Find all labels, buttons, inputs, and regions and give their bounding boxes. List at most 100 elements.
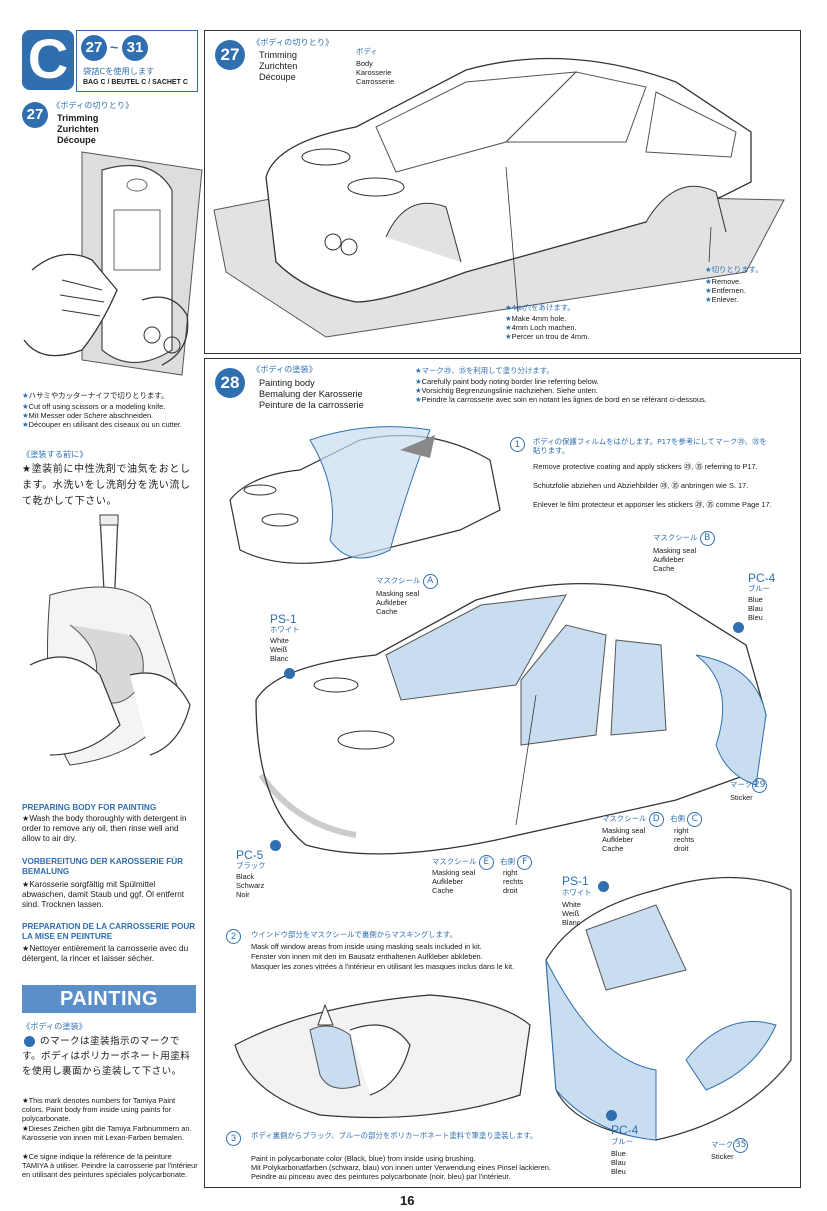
section-letter: C (27, 27, 69, 90)
hole-note-de: ★4mm Loch machen. (505, 323, 577, 332)
substep3-en: Paint in polycarbonate color (Black, blu… (251, 1154, 476, 1163)
ps1-b-jp: ホワイト (562, 888, 592, 897)
pc5-jp: ブラック (236, 861, 266, 870)
paint-dot-ps1-a (284, 668, 295, 679)
step27-side-num: 27 (22, 102, 48, 128)
mask-d-side-fr: droit (674, 844, 689, 853)
pc4-a-de: Blau (748, 604, 763, 613)
paint-dot-pc4-b (606, 1110, 617, 1121)
prewash-de-body: ★Karosserie sorgfältig mit Spülmittel ab… (22, 880, 185, 909)
bag-box: 27 ~ 31 袋詰Cを使用します BAG C / BEUTEL C / SAC… (76, 30, 198, 92)
substep2-en: Mask off window areas from inside using … (251, 942, 482, 951)
cut-jp: ★切りとります。 (705, 265, 763, 274)
hole-jp: ★4㎜穴をあけます。 (505, 303, 575, 312)
pc5-en: Black (236, 872, 255, 881)
bag-jp: 袋詰Cを使用します (83, 66, 155, 76)
pc4-b-de: Blau (611, 1158, 626, 1167)
trimming-illustration (23, 151, 203, 376)
substep3-de: Mit Polykarbonatfarben (schwarz, blau) v… (251, 1163, 551, 1172)
mask-a-label: マスクシール A (376, 574, 438, 589)
step28-note-de: ★Vorsichtig Begrenzungslinie nachziehen.… (415, 386, 598, 395)
pc5-fr: Noir (236, 890, 250, 899)
sticker-29-en: Sticker (730, 793, 753, 802)
trim-note-jp: ★ハサミやカッターナイフで切りとります。 (22, 391, 169, 400)
painting-jp-body: のマークは塗装指示のマークです。ボディはポリカーボネート用塗料を使用し裏面から塗… (22, 1036, 191, 1077)
step28-num: 28 (215, 368, 245, 398)
film-peel-illustration (229, 426, 501, 564)
step28-note-en: ★Carefully paint body noting border line… (415, 377, 599, 386)
pc4-b-jp: ブルー (611, 1137, 634, 1146)
mask-b-de: Aufkleber (653, 555, 685, 564)
inside-masking-illustration (234, 994, 531, 1119)
mask-e-en: Masking seal (432, 868, 476, 877)
mask-b-fr: Cache (653, 564, 675, 573)
pc5-code: PC-5 (236, 848, 264, 862)
painting-jp-title: 《ボディの塗装》 (22, 1021, 87, 1031)
prewash-en-body: ★Wash the body thoroughly with detergent… (22, 814, 187, 843)
step28-de: Bemalung der Karosserie (259, 389, 363, 399)
step28-note-fr: ★Peindre la carrosserie avec soin en not… (415, 395, 707, 404)
prewash-jp-body: ★塗装前に中性洗剤で油気をおとします。水洗いをし洗剤分を洗い流して乾かして下さい… (22, 464, 191, 507)
ps1-b-de: Weiß (562, 909, 580, 918)
step28-jp: 《ボディの塗装》 (252, 364, 317, 374)
mask-d-side-en: right (674, 826, 689, 835)
mask-a-fr: Cache (376, 607, 398, 616)
mask-d-en: Masking seal (602, 826, 646, 835)
mask-e-side-de: rechts (503, 877, 524, 886)
car-body-trim-illustration (213, 57, 785, 338)
step27-fr: Découpe (259, 72, 296, 82)
substep3-fr: Peindre au pinceau avec des peintures po… (251, 1172, 511, 1181)
step28-panel (204, 358, 801, 1188)
mask-d-fr: Cache (602, 844, 624, 853)
substep1-de: Schutzfolie abziehen und Abziehbilder ㉙,… (533, 481, 749, 490)
pc4-a-jp: ブルー (748, 584, 771, 593)
pc4-a-code: PC-4 (748, 571, 776, 585)
step28-fr: Peinture de la carrosserie (259, 400, 364, 410)
mask-e-side-fr: droit (503, 886, 518, 895)
ps1-b-en: White (562, 900, 581, 909)
paint-dot-pc4-a (733, 622, 744, 633)
trim-note-fr: ★Découper en utilisant des ciseaux ou un… (22, 420, 182, 429)
substep3-num: 3 (226, 1131, 241, 1146)
substep3-jp: ボディ裏側からブラック、ブルーの部分をポリカーボネート塗料で筆塗り塗装します。 (251, 1131, 538, 1140)
car-body-mask-illustration (255, 583, 767, 855)
ps1-a-fr: Blanc (270, 654, 289, 663)
painting-banner-title: PAINTING (59, 988, 159, 1010)
substep2-fr: Masquer les zones vitrées à l'intérieur … (251, 962, 515, 971)
trim-note-de: ★Mit Messer oder Schere abschneiden. (22, 411, 154, 420)
substep2-jp: ウインドウ部分をマスクシールで裏側からマスキングします。 (251, 930, 457, 939)
mask-d-side-de: rechts (674, 835, 695, 844)
body-label-fr: Carrosserie (356, 77, 395, 86)
mask-e-label: マスクシール E 右側 F (432, 855, 533, 870)
page-number: 16 (400, 1193, 415, 1208)
mask-a-de: Aufkleber (376, 598, 408, 607)
substep1-fr: Enlever le film protecteur et apporser l… (533, 500, 772, 509)
body-label-de: Karosserie (356, 68, 392, 77)
section-c-badge: C (22, 27, 74, 90)
substep1-en: Remove protective coating and apply stic… (533, 462, 758, 471)
step28-notes-jp: ★マーク㉙、㉟を利用して塗り分けます。 (415, 366, 554, 375)
ps1-a-jp: ホワイト (270, 625, 300, 634)
mask-b-en: Masking seal (653, 546, 697, 555)
pc4-a-fr: Bleu (748, 613, 763, 622)
step27-panel (204, 30, 801, 354)
painting-note-de: ★Dieses Zeichen gibt die Tamiya Farbnumm… (22, 1124, 192, 1142)
ps1-a-de: Weiß (270, 645, 288, 654)
mask-e-de: Aufkleber (432, 877, 464, 886)
step27-side-de: Zurichten (57, 124, 99, 134)
step27-en: Trimming (259, 50, 297, 60)
step28-en: Painting body (259, 378, 315, 388)
paint-dot-ps1-b (598, 881, 609, 892)
mask-b-label: マスクシール B (653, 531, 715, 546)
range-sep: ~ (110, 39, 119, 55)
painting-banner: PAINTING (22, 985, 196, 1013)
mask-e-side-en: right (503, 868, 518, 877)
body-jp: ボディ (356, 47, 378, 56)
step27-side-fr: Découpe (57, 135, 96, 145)
pc4-b-code: PC-4 (611, 1123, 639, 1137)
prewash-en-title: PREPARING BODY FOR PAINTING (22, 803, 157, 812)
mask-a-en: Masking seal (376, 589, 420, 598)
paint-mark-icon (24, 1036, 35, 1047)
